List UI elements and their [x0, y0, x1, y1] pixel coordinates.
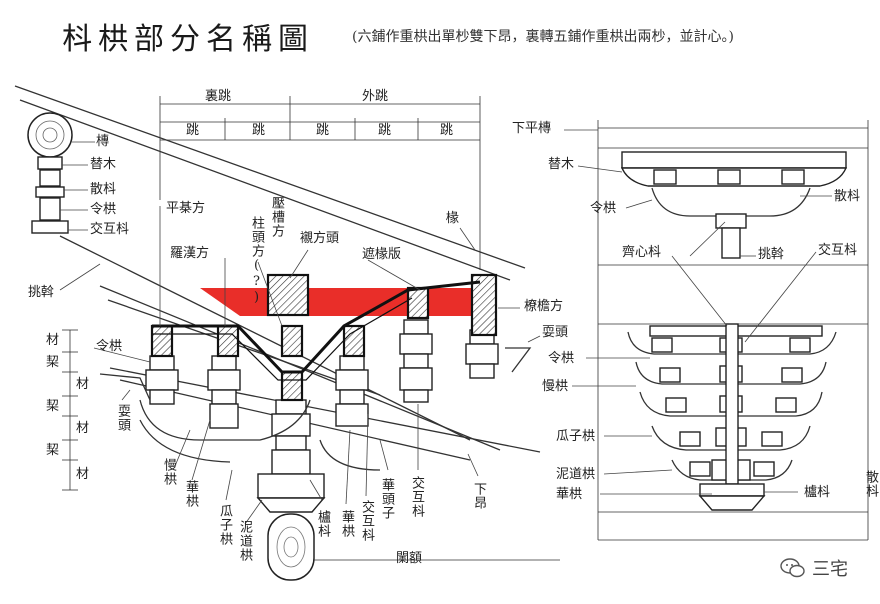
elev-label-qixindou: 齊心枓 [622, 245, 662, 260]
elev-label-timu: 替木 [548, 157, 575, 172]
dim-jump-4: 跳 [378, 123, 392, 138]
label-zheyuanban: 遮椽版 [362, 247, 402, 262]
label-timu: 替木 [90, 157, 117, 172]
dim-jump-1: 跳 [186, 123, 200, 138]
label-tuan: 槫 [96, 134, 110, 149]
label-luohanfang: 羅漢方 [170, 246, 210, 261]
label-ludou: 櫨枓 [315, 510, 330, 538]
label-guazigong: 瓜子栱 [217, 504, 232, 546]
label-jiaohudou: 交互枓 [90, 222, 130, 237]
elev-label-guazigong: 瓜子栱 [556, 429, 596, 444]
label-chenfangtou: 襯方頭 [300, 231, 340, 246]
label-tiaowo: 挑斡 [28, 285, 55, 300]
label-zhutoufang: 柱頭方(?) [249, 216, 264, 306]
dim-jump-5: 跳 [440, 123, 454, 138]
elev-label-linggong: 令栱 [590, 201, 617, 216]
elev-label-xiapingtuan: 下平槫 [512, 121, 552, 136]
watermark-text: 三宅 [812, 559, 848, 580]
label-linggong: 令栱 [90, 202, 117, 217]
dim-jump-2: 跳 [252, 123, 266, 138]
label-liaoyanfang: 橑檐方 [524, 299, 564, 314]
dim-inner-jump: 裏跳 [205, 89, 232, 104]
page-title: 枓栱部分名稱圖 [62, 22, 314, 57]
label-pingqifang: 平棊方 [166, 201, 206, 216]
label-lan-e: 闌額 [396, 551, 423, 566]
elev-label-linggong-2: 令栱 [548, 351, 575, 366]
elev-label-sandou-2: 散枓 [863, 470, 878, 498]
label-cai-4: 材 [76, 467, 90, 482]
elev-label-sandou: 散枓 [834, 189, 861, 204]
section-view [14, 85, 560, 581]
label-huagong-2: 華栱 [339, 510, 354, 538]
elev-label-nidaogong: 泥道栱 [556, 467, 596, 482]
label-nidaogong: 泥道栱 [237, 520, 252, 562]
wechat-icon [780, 558, 805, 578]
label-mangong: 慢栱 [161, 458, 176, 486]
page-subtitle: (六鋪作重栱出單杪雙下昂，裏轉五鋪作重栱出兩杪，並計心。) [352, 29, 734, 45]
label-huatouzi: 華頭子 [379, 478, 394, 520]
elev-label-mangong: 慢栱 [542, 379, 569, 394]
label-shuatou-left: 耍頭 [115, 404, 130, 432]
watermark: 三宅 [780, 555, 848, 581]
label-cai-2: 材 [76, 377, 90, 392]
label-jiaohudou-2: 交互枓 [359, 500, 374, 542]
label-yacaofang: 壓槽方 [269, 196, 284, 238]
label-qi-1: 栔 [46, 355, 60, 370]
elev-label-ludou: 櫨枓 [804, 485, 831, 500]
label-linggong-2: 令栱 [96, 339, 123, 354]
label-qi-2: 栔 [46, 399, 60, 414]
label-sandou: 散枓 [90, 182, 117, 197]
elev-label-jiaohudou: 交互枓 [818, 243, 858, 258]
elevation-view [564, 120, 869, 541]
bracket-columns [145, 319, 499, 475]
dim-jump-3: 跳 [316, 123, 330, 138]
dim-outer-jump: 外跳 [362, 89, 389, 104]
label-yuan: 椽 [446, 211, 460, 226]
elev-label-huagong: 華栱 [556, 487, 583, 502]
label-huagong: 華栱 [183, 480, 198, 508]
label-jiaohudou-3: 交互枓 [409, 476, 424, 518]
label-xiaang: 下昂 [471, 482, 486, 510]
label-shuatou: 耍頭 [542, 325, 569, 340]
label-qi-3: 栔 [46, 443, 60, 458]
elev-label-tiaowo: 挑斡 [758, 247, 785, 262]
label-cai-3: 材 [76, 421, 90, 436]
label-cai-1: 材 [46, 333, 60, 348]
